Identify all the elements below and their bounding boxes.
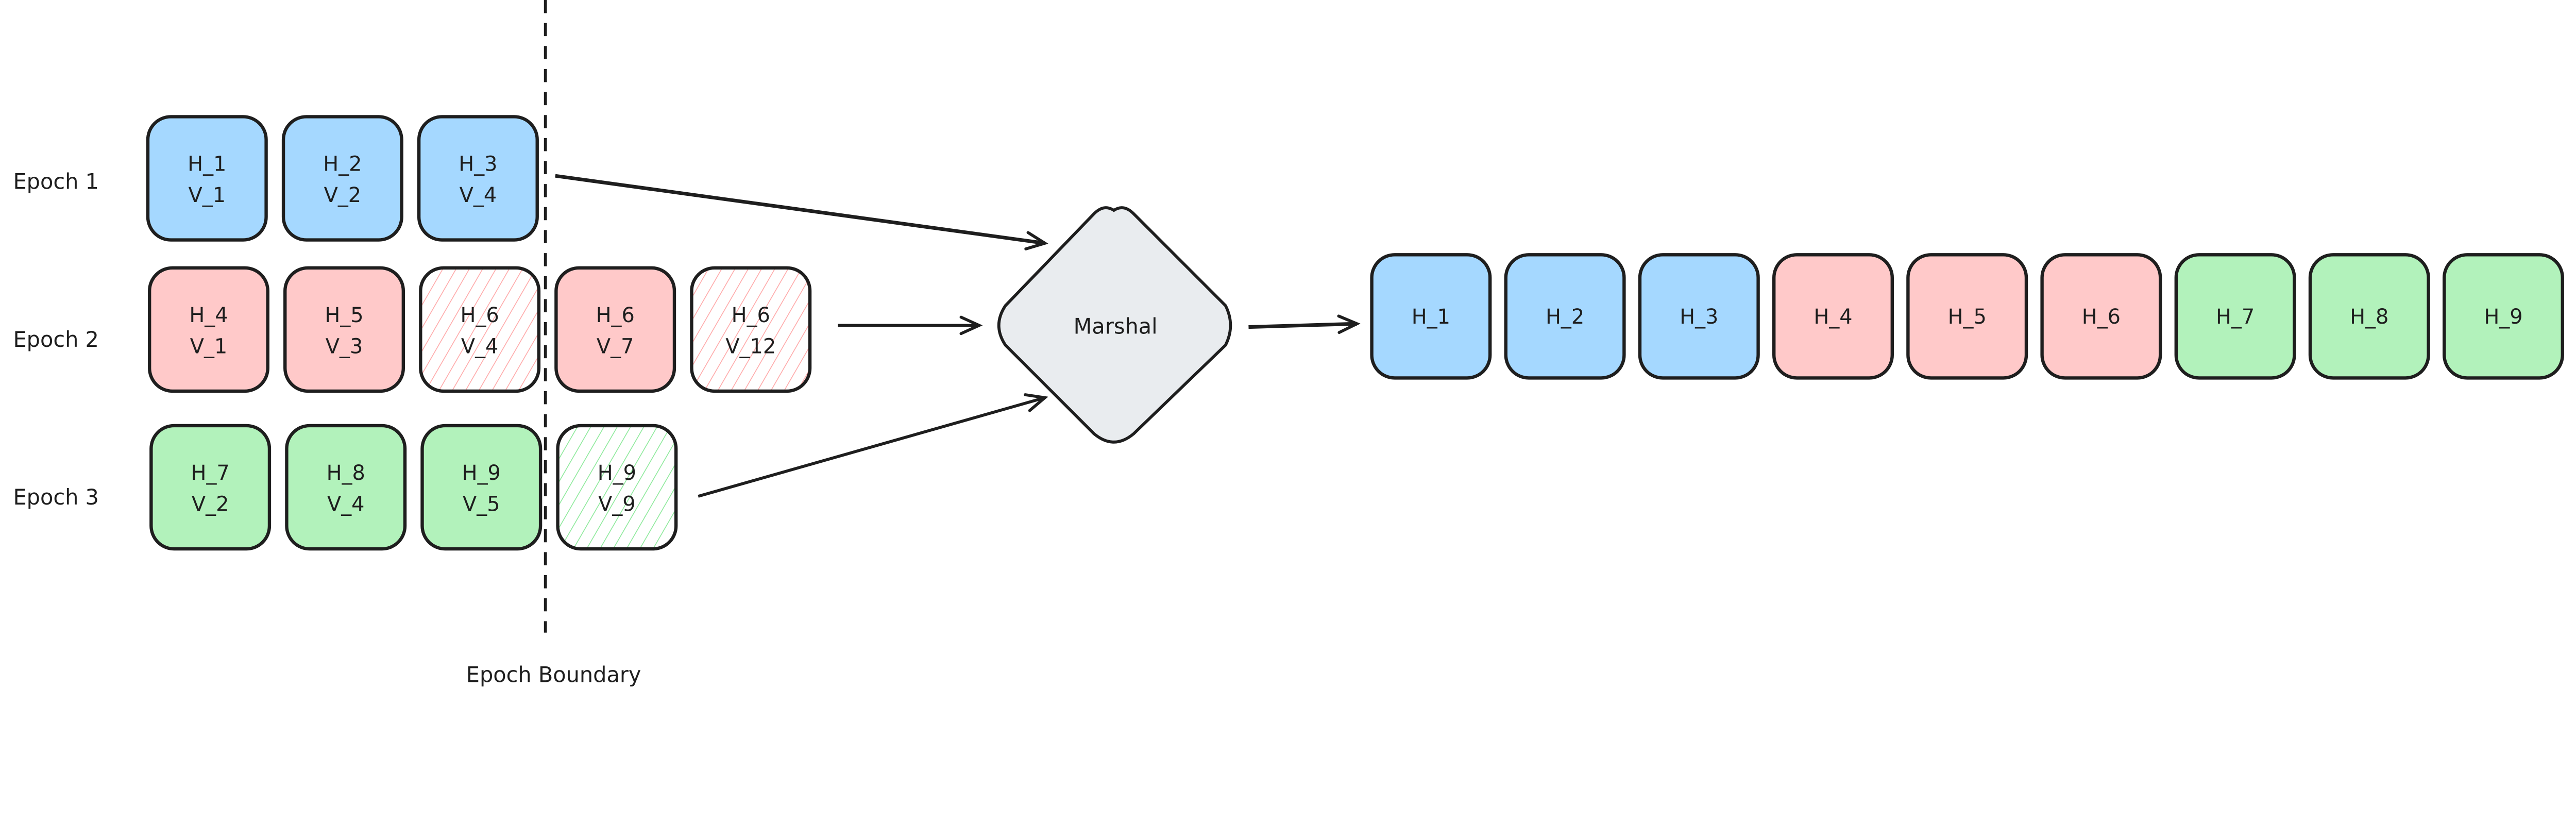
epoch-boundary-label: Epoch Boundary: [466, 662, 641, 687]
arrow-epoch3-to-marshal: [698, 398, 1045, 498]
output-block-shape: [1638, 253, 1760, 380]
block-v-label: V_4: [327, 493, 365, 516]
block-h-label: H_2: [323, 153, 362, 176]
output-block: H_8: [2308, 253, 2430, 380]
block: H_4V_1: [147, 266, 269, 393]
output-block: H_9: [2443, 253, 2564, 380]
block-shape: [554, 266, 676, 393]
block-v-label: V_2: [324, 183, 362, 207]
block-shape: [283, 266, 405, 393]
block: H_9V_5: [420, 424, 543, 551]
output-block-label: H_7: [2216, 305, 2255, 329]
output-block-label: H_5: [1948, 305, 1987, 329]
epoch-row-2: Epoch 2H_4V_1H_5V_3H_6V_4H_6V_7H_6V_12: [13, 266, 812, 393]
block-shape: [281, 115, 403, 242]
epoch-label: Epoch 2: [13, 327, 99, 352]
block-shape: [149, 424, 272, 551]
block-shape: [419, 266, 541, 393]
block: H_6V_7: [554, 266, 676, 393]
output-block-shape: [2443, 253, 2564, 380]
epoch-label: Epoch 3: [13, 485, 99, 510]
block-h-label: H_4: [189, 304, 228, 327]
block-h-label: H_5: [325, 304, 363, 327]
output-block-shape: [1504, 253, 1626, 380]
block-hatched: H_9V_9: [556, 424, 678, 551]
block-shape: [417, 115, 539, 242]
block-shape: [556, 424, 678, 551]
epoch-row-3: Epoch 3H_7V_2H_8V_4H_9V_5H_9V_9: [13, 424, 678, 551]
output-block: H_7: [2174, 253, 2296, 380]
block-v-label: V_4: [461, 335, 499, 359]
marshal-diagram: Epoch Boundary Epoch 1H_1V_1H_2V_2H_3V_4…: [13, 0, 2564, 687]
block-shape: [285, 424, 407, 551]
block-h-label: H_9: [598, 461, 636, 485]
output-block-shape: [2040, 253, 2162, 380]
output-block-label: H_1: [1412, 305, 1450, 329]
block: H_5V_3: [283, 266, 405, 393]
arrow-marshal-to-output: [1248, 324, 1357, 327]
output-block-label: H_2: [1546, 305, 1584, 329]
output-block: H_2: [1504, 253, 1626, 380]
block-hatched: H_6V_4: [419, 266, 541, 393]
output-block: H_4: [1772, 253, 1894, 380]
output-block-shape: [2308, 253, 2430, 380]
output-block: H_1: [1370, 253, 1492, 380]
block-v-label: V_3: [326, 335, 363, 359]
block-v-label: V_9: [598, 493, 636, 516]
marshal-node: Marshal: [997, 206, 1232, 444]
output-block: H_5: [1906, 253, 2028, 380]
block: H_8V_4: [285, 424, 407, 551]
output-block-label: H_6: [2082, 305, 2121, 329]
block-h-label: H_3: [459, 153, 497, 176]
block-v-label: V_2: [192, 493, 229, 516]
marshal-label: Marshal: [1074, 314, 1158, 339]
block-v-label: V_1: [189, 183, 226, 207]
block-h-label: H_6: [596, 304, 635, 327]
block: H_2V_2: [281, 115, 403, 242]
epoch-label: Epoch 1: [13, 170, 99, 194]
block: H_7V_2: [149, 424, 272, 551]
arrow-epoch1-to-marshal: [555, 174, 1045, 243]
block: H_3V_4: [417, 115, 539, 242]
output-block: H_3: [1638, 253, 1760, 380]
output-block-label: H_9: [2484, 305, 2522, 329]
output-block-shape: [2174, 253, 2296, 380]
block-v-label: V_5: [463, 493, 500, 516]
block-hatched: H_6V_12: [690, 266, 812, 393]
output-block-label: H_8: [2350, 305, 2388, 329]
block-h-label: H_8: [327, 461, 365, 485]
block-h-label: H_7: [191, 461, 230, 485]
block-shape: [147, 266, 269, 393]
block-shape: [146, 115, 268, 242]
block-v-label: V_7: [597, 335, 634, 359]
block-v-label: V_12: [725, 335, 776, 359]
block-h-label: H_6: [460, 304, 499, 327]
block-shape: [690, 266, 812, 393]
output-block-shape: [1906, 253, 2028, 380]
epoch-row-1: Epoch 1H_1V_1H_2V_2H_3V_4: [13, 115, 539, 242]
output-block-shape: [1370, 253, 1492, 380]
output-block: H_6: [2040, 253, 2162, 380]
block-shape: [420, 424, 543, 551]
output-block-shape: [1772, 253, 1894, 380]
block-v-label: V_1: [190, 335, 228, 359]
output-block-label: H_4: [1814, 305, 1852, 329]
block-h-label: H_1: [188, 153, 226, 176]
block-h-label: H_6: [732, 304, 770, 327]
output-block-label: H_3: [1680, 305, 1718, 329]
block-h-label: H_9: [462, 461, 501, 485]
block-v-label: V_4: [460, 183, 497, 207]
block: H_1V_1: [146, 115, 268, 242]
